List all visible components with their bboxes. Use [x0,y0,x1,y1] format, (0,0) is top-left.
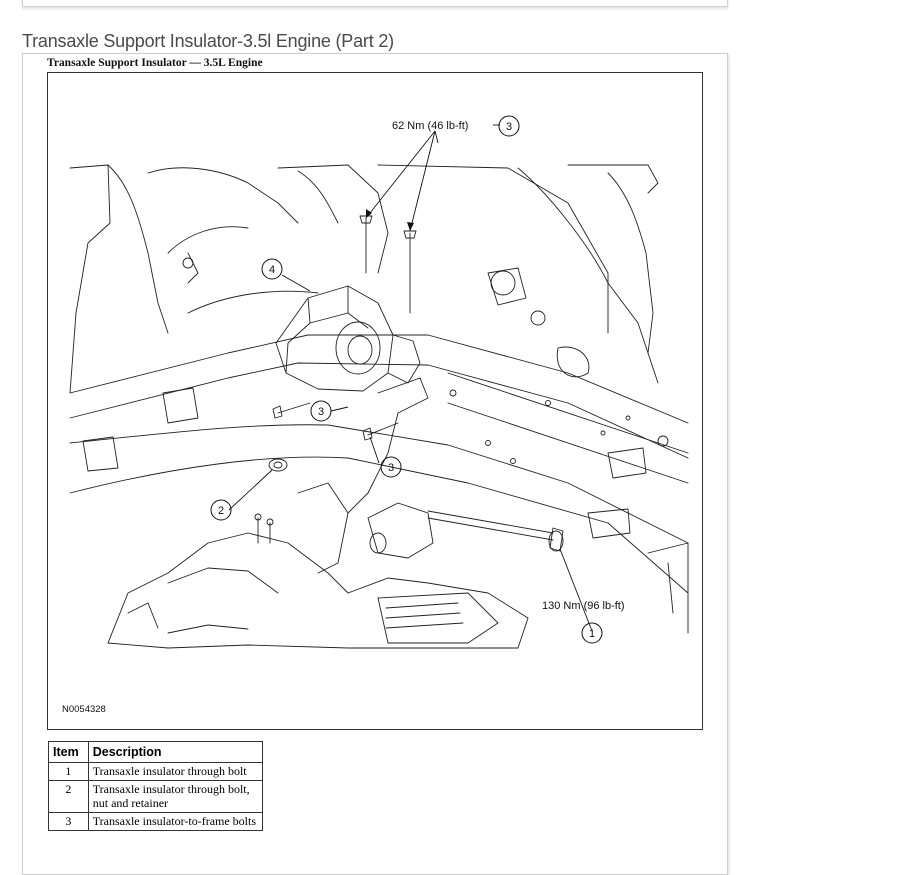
callout-3-lower: 3 [388,462,394,474]
callout-3-top: 3 [506,121,512,133]
torque-label-bolt-3: 62 Nm (46 lb-ft) [392,120,468,132]
page-title: Transaxle Support Insulator-3.5l Engine … [22,31,394,51]
legend-item-description: Transaxle insulator through bolt [87,762,264,781]
legend-item-number: 3 [48,812,89,831]
table-row: 3 Transaxle insulator-to-frame bolts [48,812,264,831]
torque-label-bolt-1: 130 Nm (96 lb-ft) [542,600,625,612]
figure-id: N0054328 [62,704,106,715]
legend-header-item: Item [48,741,89,763]
legend-item-description: Transaxle insulator-to-frame bolts [87,812,264,831]
transaxle-diagram-drawing: 62 Nm (46 lb-ft) 3 4 3 3 2 130 Nm (96 lb… [69,115,689,649]
legend-item-number: 1 [48,762,89,781]
legend-header-row: Item Description [48,741,264,763]
callout-4: 4 [269,264,275,276]
legend-header-description: Description [87,741,264,763]
figure-caption: Transaxle Support Insulator — 3.5L Engin… [47,57,263,69]
callout-3-middle: 3 [318,406,324,418]
previous-section-frame [22,0,728,7]
callout-2: 2 [218,505,224,517]
technical-illustration: 62 Nm (46 lb-ft) 3 4 3 3 2 130 Nm (96 lb… [47,72,703,730]
callout-1: 1 [589,628,595,640]
table-row: 1 Transaxle insulator through bolt [48,762,264,781]
legend-table: Item Description 1 Transaxle insulator t… [48,741,264,831]
table-row: 2 Transaxle insulator through bolt, nut … [48,780,264,813]
legend-item-number: 2 [48,780,89,813]
legend-item-description: Transaxle insulator through bolt, nut an… [87,780,264,813]
